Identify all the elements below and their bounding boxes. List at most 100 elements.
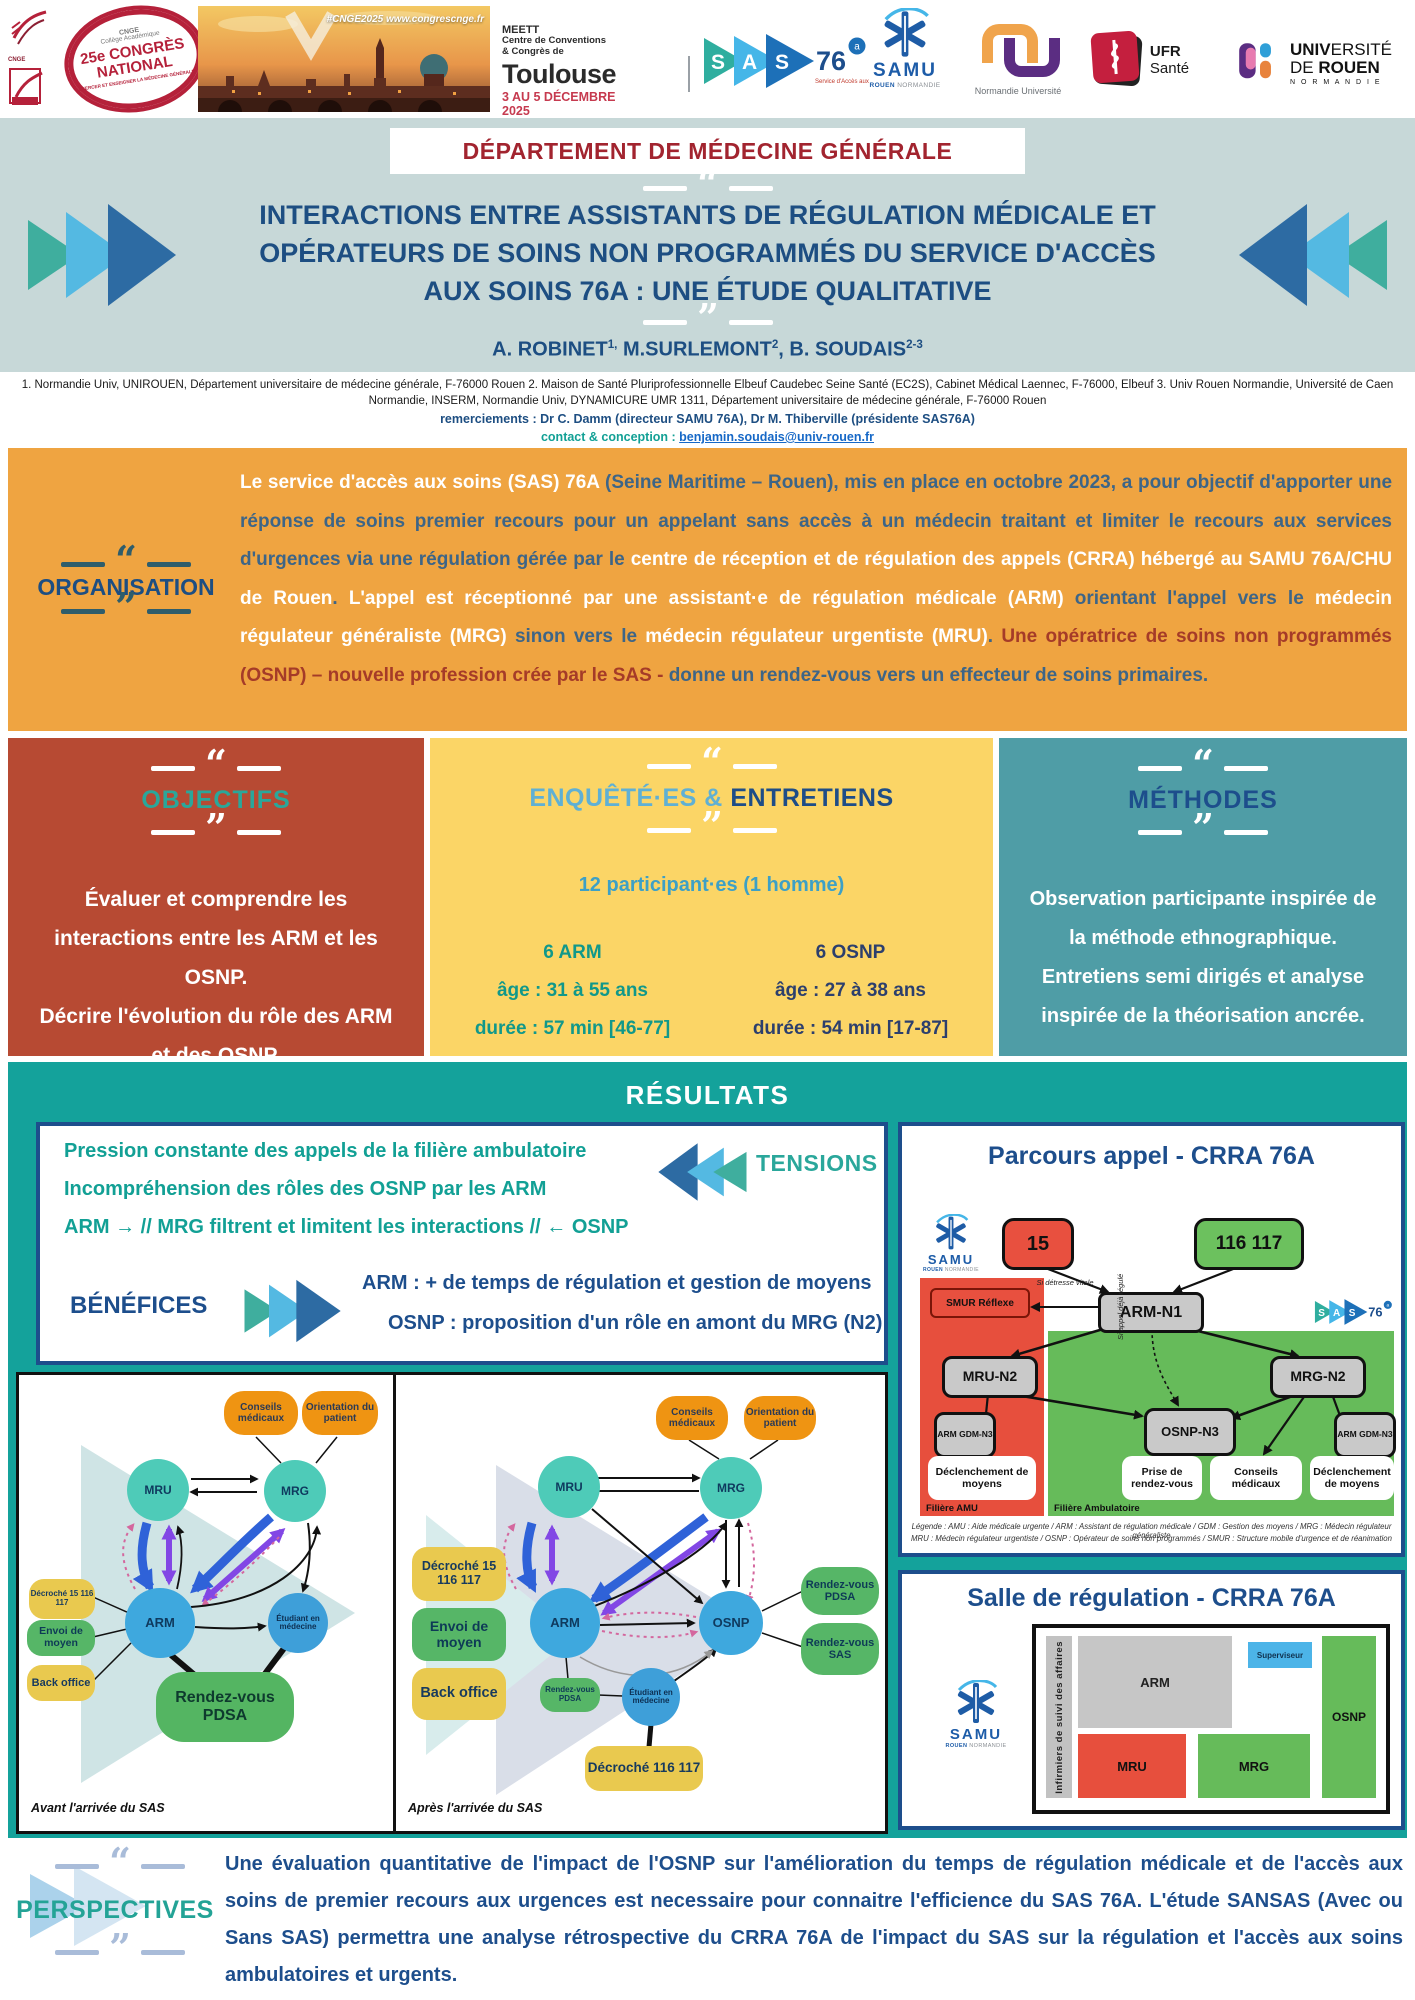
apres-orientation-patient: Orientation du patient	[744, 1396, 816, 1440]
author-3-sup: 2-3	[906, 338, 923, 351]
organisation-section: ORGANISATION Le service d'accès aux soin…	[8, 448, 1407, 731]
avant-backoffice-node: Back office	[27, 1665, 95, 1701]
avant-orientation-patient: Orientation du patient	[302, 1391, 378, 1435]
filiere-ambulatoire-label: Filière Ambulatoire	[1054, 1503, 1140, 1514]
arm-stats: 6 ARM âge : 31 à 55 ans durée : 57 min […	[440, 934, 705, 1048]
infirmiers-label: Infirmiers de suivi des affaires	[1053, 1640, 1065, 1794]
meett-block: MEETT Centre de Conventions & Congrès de…	[502, 24, 672, 118]
methodes-line1: Observation participante inspirée de la …	[1029, 888, 1377, 949]
superviseur-desk: Superviseur	[1248, 1642, 1312, 1668]
contact-line: contact & conception : benjamin.soudais@…	[0, 430, 1415, 444]
samu-logo: SAMU ROUEN NORMANDIE	[858, 8, 952, 114]
tension-line1: Pression constante des appels de la fili…	[64, 1140, 587, 1162]
cnge-logo: CNGE	[8, 8, 54, 110]
cnge-icon	[11, 10, 47, 45]
asclepius-rod-icon	[1111, 39, 1119, 75]
apres-rdv-sas-node: Rendez-vous SAS	[801, 1623, 879, 1675]
parcours-arm-gdm-right-node: ARM GDM-N3	[1334, 1412, 1396, 1458]
meett-line2: Centre de Conventions	[502, 35, 606, 47]
poster-title-line1: INTERACTIONS ENTRE ASSISTANTS DE RÉGULAT…	[259, 200, 1156, 230]
svg-text:a: a	[1386, 1304, 1389, 1309]
contact-email-link[interactable]: benjamin.soudais@univ-rouen.fr	[679, 430, 875, 444]
enquetes-panel: ENQUÊTÉ·ES & ENTRETIENS 12 participant·e…	[430, 738, 993, 1056]
acknowledgements: remerciements : Dr C. Damm (directeur SA…	[440, 412, 975, 426]
parcours-legend-1: Légende : AMU : Aide médicale urgente / …	[911, 1522, 1392, 1540]
rouen-normandie: N O R M A N D I E	[1290, 79, 1382, 87]
apres-caption: Après l'arrivée du SAS	[408, 1801, 543, 1815]
ufr-bold: UFR	[1149, 43, 1181, 60]
parcours-declenchement-right-node: Déclenchement de moyens	[1310, 1456, 1394, 1500]
objectifs-line2: Décrire l'évolution du rôle des ARM et d…	[39, 1005, 393, 1067]
svg-text:S: S	[1349, 1308, 1356, 1319]
avant-arm-node: ARM	[125, 1588, 195, 1658]
parcours-legend-2: MRU : Médecin régulateur urgentiste / OS…	[911, 1534, 1392, 1543]
avant-mrg-node: MRG	[264, 1460, 326, 1522]
benefices-arrows-icon	[244, 1279, 341, 1343]
org-seg: donne un rendez-vous vers un effecteur d…	[668, 664, 1209, 686]
apres-rdv-pdsa-right-node: Rendez-vous PDSA	[801, 1567, 879, 1615]
org-seg: .	[987, 626, 1002, 647]
org-seg: médecin régulateur urgentiste (MRU)	[645, 626, 988, 647]
apres-decroche116-node: Décroché 116 117	[585, 1746, 703, 1791]
diagram-avant: Conseils médicaux Orientation du patient…	[19, 1375, 396, 1831]
parcours-si-regule-label: Si appel déjà régulé	[1116, 1273, 1125, 1340]
parcours-samu-logo: SAMU ROUEN NORMANDIE	[918, 1214, 984, 1273]
org-seg: Le service d'accès aux soins (SAS) 76A	[240, 472, 606, 493]
enquetes-subtitle: 12 participant·es (1 homme)	[578, 874, 845, 896]
cnge-label: CNGE	[8, 57, 26, 63]
meett-title: MEETT	[502, 24, 540, 36]
sas76-logo: S A S 76 a Service d'Accès aux Soins	[702, 28, 886, 94]
perspectives-heading: PERSPECTIVES	[16, 1896, 214, 1924]
svg-text:S: S	[1318, 1308, 1325, 1319]
sas76-icon: S A S 76 a Service d'Accès aux Soins	[704, 34, 886, 88]
perspectives-section: PERSPECTIVES Une évaluation quantitative…	[0, 1838, 1415, 2000]
apres-mru-node: MRU	[538, 1456, 600, 1518]
avant-rdv-pdsa-node: Rendez-vous PDSA	[156, 1672, 294, 1742]
svg-text:76: 76	[1368, 1304, 1382, 1319]
ufr-rest: Santé	[1149, 60, 1190, 77]
parcours-conseils-node: Conseils médicaux	[1210, 1456, 1302, 1500]
rouen-rouen: ROUEN	[1318, 58, 1380, 78]
samu-name: SAMU	[927, 1252, 975, 1267]
diagram-apres: Conseils médicaux Orientation du patient…	[396, 1375, 885, 1831]
apres-etudiant-node: Étudiant en médecine	[622, 1668, 680, 1726]
meett-year: 2025	[502, 103, 530, 118]
infirmiers-desk: Infirmiers de suivi des affaires	[1046, 1636, 1072, 1798]
affiliations: 1. Normandie Univ, UNIROUEN, Département…	[21, 379, 1394, 407]
sas-number: 76	[816, 46, 846, 76]
star-of-life-icon	[884, 8, 929, 57]
osnp-count: 6 OSNP	[815, 942, 886, 963]
org-seg: orientant l'appel vers le	[1074, 587, 1315, 609]
org-seg: (Seine Maritime – Rouen), mis en place e…	[240, 472, 1393, 570]
objectifs-panel: OBJECTIFS Évaluer et comprendre les inte…	[8, 738, 424, 1067]
ufr-sante-logo: UFR Santé	[1090, 28, 1224, 92]
methodes-panel: MÉTHODES Observation participante inspir…	[999, 738, 1407, 1056]
objectifs-line1: Évaluer et comprendre les interactions e…	[54, 888, 378, 989]
poster-title-line2: OPÉRATEURS DE SOINS NON PROGRAMMÉS DU SE…	[259, 238, 1156, 268]
osnp-duration: durée : 54 min [17-87]	[752, 1018, 949, 1039]
congress-badge: CNGE Collège Académique 25e CONGRÈS NATI…	[56, 0, 214, 123]
benefices-label: BÉNÉFICES	[70, 1292, 208, 1319]
samu-name: SAMU	[949, 1726, 1003, 1743]
apres-arm-node: ARM	[530, 1588, 600, 1658]
salle-samu-logo: SAMU ROUEN NORMANDIE	[938, 1680, 1014, 1749]
organisation-text: Le service d'accès aux soins (SAS) 76A (…	[240, 464, 1392, 695]
univ-rouen-logo: UNIVERSITÉ DE ROUEN N O R M A N D I E	[1238, 20, 1410, 108]
author-3: , B. SOUDAIS	[778, 338, 907, 361]
parcours-osnp-n3-node: OSNP-N3	[1144, 1408, 1236, 1456]
masthead: DÉPARTEMENT DE MÉDECINE GÉNÉRALE INTERAC…	[0, 118, 1415, 372]
parcours-116117-node: 116 117	[1194, 1218, 1304, 1270]
methodes-text: Observation participante inspirée de la …	[1021, 880, 1385, 1036]
objectifs-text: Évaluer et comprendre les interactions e…	[34, 880, 398, 1075]
perspectives-text: Une évaluation quantitative de l'impact …	[225, 1853, 1403, 1986]
org-seg: médecin régulateur généraliste (MRG)	[240, 587, 1392, 648]
salle-floorplan: Infirmiers de suivi des affaires ARM Sup…	[1032, 1624, 1390, 1814]
tensions-arrows-icon	[658, 1143, 747, 1201]
samu-sub-normandie: NORMANDIE	[944, 1267, 980, 1273]
author-1: A. ROBINET	[492, 338, 608, 361]
tensions-benefices-box: Pression constante des appels de la fili…	[36, 1122, 888, 1365]
org-seg: .	[332, 587, 349, 609]
resultats-heading: RÉSULTATS	[625, 1080, 790, 1110]
rouen-de: DE	[1290, 58, 1319, 78]
